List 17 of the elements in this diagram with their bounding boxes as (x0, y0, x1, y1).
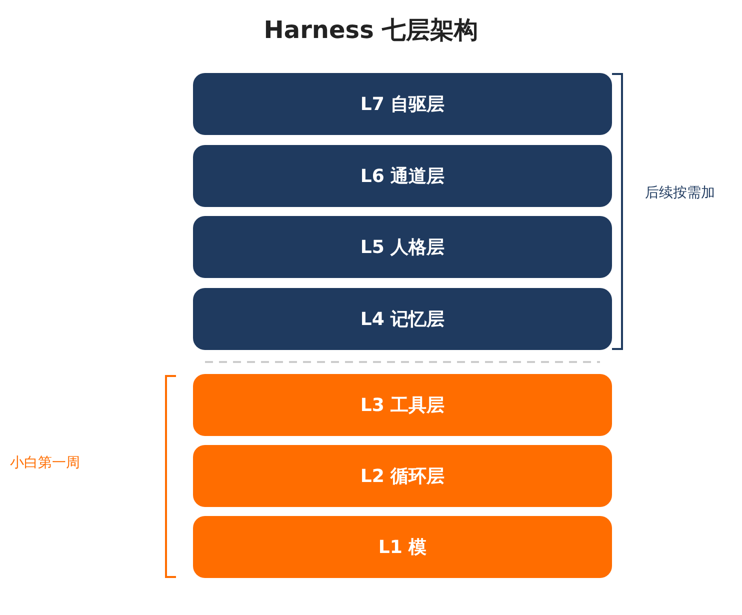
bracket-label: 后续按需加 (645, 184, 715, 202)
layer-box (193, 374, 612, 436)
layer-box (193, 216, 612, 278)
bracket-label: 小白第一周 (10, 454, 80, 472)
layer-box (193, 445, 612, 507)
layer-box (193, 145, 612, 207)
layer-box (193, 288, 612, 350)
layer-label: L4 记忆层 (360, 308, 445, 331)
layer-box (193, 73, 612, 135)
layer-label: L2 循环层 (360, 465, 445, 488)
layer-box (193, 516, 612, 578)
layer-label: L5 人格层 (360, 236, 445, 259)
diagram-title: Harness 七层架构 (262, 15, 480, 46)
layer-label: L1 模 (378, 536, 427, 559)
layer-label: L7 自驱层 (360, 93, 445, 116)
layer-label: L3 工具层 (360, 394, 445, 417)
layer-label: L6 通道层 (360, 165, 445, 188)
